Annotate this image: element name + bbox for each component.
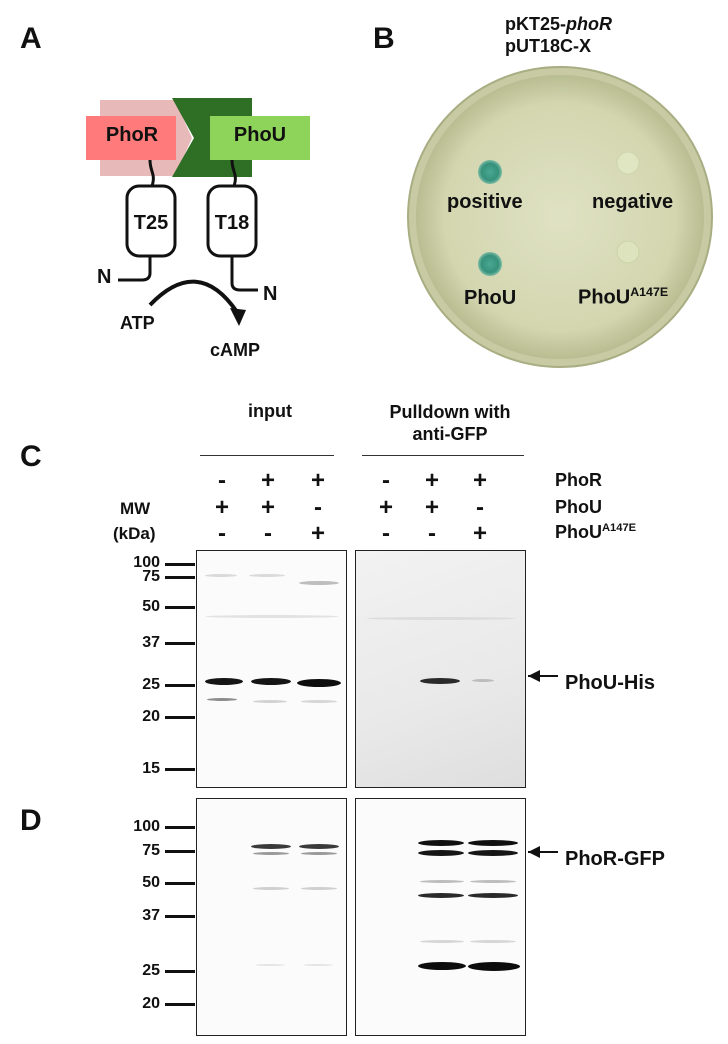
atp-label: ATP	[120, 313, 155, 333]
mw-tick	[165, 826, 195, 829]
positive-spot	[478, 160, 502, 184]
bacterial-two-hybrid-diagram	[86, 98, 310, 326]
mw-marker-label: 20	[142, 708, 160, 725]
phou-mutant-plate-label: PhoUA147E	[578, 285, 669, 309]
sign: +	[214, 494, 229, 521]
sign: -	[218, 520, 226, 547]
mw-tick	[165, 915, 195, 918]
t25-label: T25	[133, 212, 169, 234]
sign: -	[382, 520, 390, 547]
mw-marker-label: 75	[142, 568, 160, 585]
phor-gfp-label: PhoR-GFP	[565, 848, 665, 870]
positive-label: positive	[447, 191, 523, 213]
mw-tick	[165, 563, 195, 566]
mw-tick	[165, 850, 195, 853]
mw-tick	[165, 882, 195, 885]
row-label-phou-mutant: PhoUA147E	[555, 522, 637, 542]
phou-his-label: PhoU-His	[565, 672, 655, 694]
sign: +	[310, 520, 325, 547]
phou-his-arrow	[528, 675, 558, 677]
sign: -	[476, 494, 484, 521]
phou-box	[210, 116, 310, 160]
t18-label: T18	[214, 212, 250, 234]
mw-marker-label: 100	[133, 818, 160, 835]
blot-d-input	[196, 798, 347, 1036]
camp-label: cAMP	[210, 340, 261, 360]
mw-tick	[165, 684, 195, 687]
mw-marker-label: 37	[142, 634, 160, 651]
mw-marker-label: 75	[142, 842, 160, 859]
sign: +	[472, 520, 487, 547]
mw-marker-label: 50	[142, 874, 160, 891]
blot-c-input	[196, 550, 347, 788]
panel-label-a: A	[20, 22, 42, 55]
blot-c-pulldown	[355, 550, 526, 788]
mw-marker-label: 15	[142, 760, 160, 777]
sign: -	[218, 467, 226, 494]
mw-marker-label: 37	[142, 907, 160, 924]
sign: +	[424, 494, 439, 521]
plate-title-line1: pKT25-phoR	[505, 14, 612, 34]
row-label-phou: PhoU	[555, 497, 602, 517]
plate-title-line2: pUT18C-X	[505, 36, 592, 56]
sign: -	[428, 520, 436, 547]
phor-gfp-arrowhead	[528, 846, 540, 858]
mw-tick	[165, 606, 195, 609]
pulldown-divider	[362, 455, 524, 456]
input-divider	[200, 455, 334, 456]
mw-tick	[165, 576, 195, 579]
mw-tick	[165, 970, 195, 973]
pulldown-header: Pulldown with anti-GFP	[389, 402, 511, 444]
mw-label: MW	[120, 499, 151, 518]
phou-his-arrowhead	[528, 670, 540, 682]
panel-label-c: C	[20, 440, 42, 473]
panel-label-b: B	[373, 22, 395, 55]
negative-spot	[616, 151, 640, 175]
phor-gfp-arrow	[528, 851, 558, 853]
mw-marker-label: 25	[142, 676, 160, 693]
sign: +	[472, 467, 487, 494]
phor-label: PhoR	[105, 124, 159, 146]
sign: -	[382, 467, 390, 494]
sign: +	[310, 467, 325, 494]
mw-marker-label: 100	[133, 554, 160, 571]
sign: +	[424, 467, 439, 494]
row-label-phor: PhoR	[555, 470, 602, 490]
panel-label-d: D	[20, 804, 42, 837]
sign: +	[260, 494, 275, 521]
kda-label: (kDa)	[113, 524, 156, 543]
mw-tick	[165, 716, 195, 719]
sign: -	[314, 494, 322, 521]
n-terminus-right-label: N	[263, 283, 278, 305]
negative-label: negative	[592, 191, 674, 213]
sign: -	[264, 520, 272, 547]
agar-plate	[407, 66, 713, 368]
sign: +	[260, 467, 275, 494]
phor-box	[86, 116, 176, 160]
mw-tick	[165, 1003, 195, 1006]
mw-marker-label: 50	[142, 598, 160, 615]
mw-marker-label: 25	[142, 962, 160, 979]
input-header: input	[248, 401, 292, 421]
mw-tick	[165, 642, 195, 645]
mw-marker-label: 20	[142, 995, 160, 1012]
mw-tick	[165, 768, 195, 771]
sign: +	[378, 494, 393, 521]
phou-plate-label: PhoU	[464, 287, 517, 309]
phou-mutant-spot	[616, 240, 640, 264]
phou-label: PhoU	[233, 124, 287, 146]
conversion-arrow	[148, 279, 239, 314]
blot-d-pulldown	[355, 798, 526, 1036]
n-terminus-left-label: N	[97, 266, 112, 288]
phou-spot	[478, 252, 502, 276]
